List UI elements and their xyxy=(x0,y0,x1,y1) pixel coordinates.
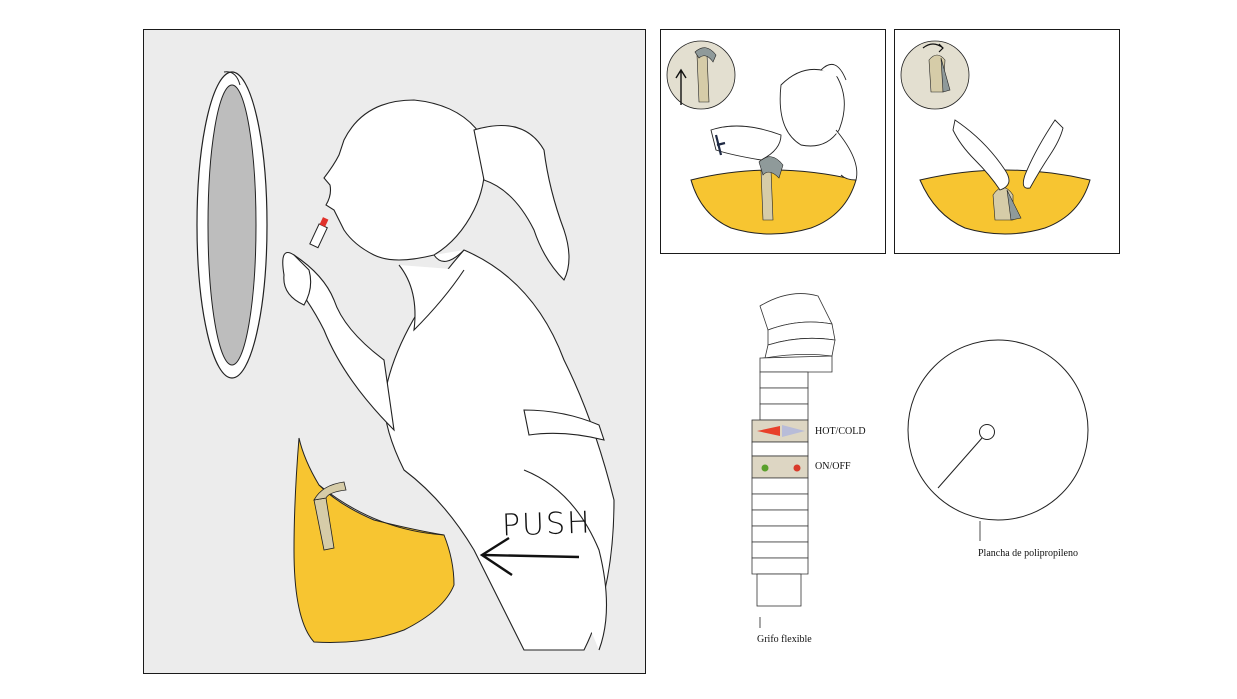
push-arrow xyxy=(479,536,580,576)
step-unfold-illustration xyxy=(666,40,858,235)
arrow-up-icon xyxy=(675,68,687,105)
cold-indicator xyxy=(782,425,805,437)
faucet-fold-icon xyxy=(922,43,951,93)
hands xyxy=(952,119,1064,191)
main-illustration-panel: PUSH xyxy=(143,29,646,674)
step-unfold-panel xyxy=(660,29,886,254)
person-figure xyxy=(710,63,858,181)
on-indicator xyxy=(761,464,769,472)
woman-figure xyxy=(282,99,615,651)
plate-center-hole xyxy=(979,424,995,440)
step-fold-illustration xyxy=(900,40,1091,235)
off-indicator xyxy=(793,464,801,472)
basin-faucet xyxy=(313,481,347,551)
folding-basin xyxy=(293,437,455,643)
hot-indicator xyxy=(757,426,780,436)
on-off-label: ON/OFF xyxy=(815,461,851,472)
hot-cold-band xyxy=(751,419,809,443)
hot-cold-label: HOT/COLD xyxy=(815,426,866,437)
rotate-arrow-icon xyxy=(922,43,944,53)
polypropylene-plate xyxy=(907,339,1089,521)
faucet-up-icon xyxy=(675,47,717,105)
push-label: PUSH xyxy=(501,505,593,544)
basin xyxy=(690,169,857,235)
plate-cut-line xyxy=(937,437,983,489)
faucet xyxy=(760,169,774,221)
hand-tool xyxy=(714,134,726,156)
faucet-caption: Grifo flexible xyxy=(757,634,812,645)
step-fold-panel xyxy=(894,29,1120,254)
lipstick xyxy=(309,217,329,249)
woman-at-sink-illustration xyxy=(196,71,615,651)
on-off-band xyxy=(751,455,809,479)
plate-caption: Plancha de polipropileno xyxy=(978,548,1078,559)
mirror xyxy=(196,71,268,379)
